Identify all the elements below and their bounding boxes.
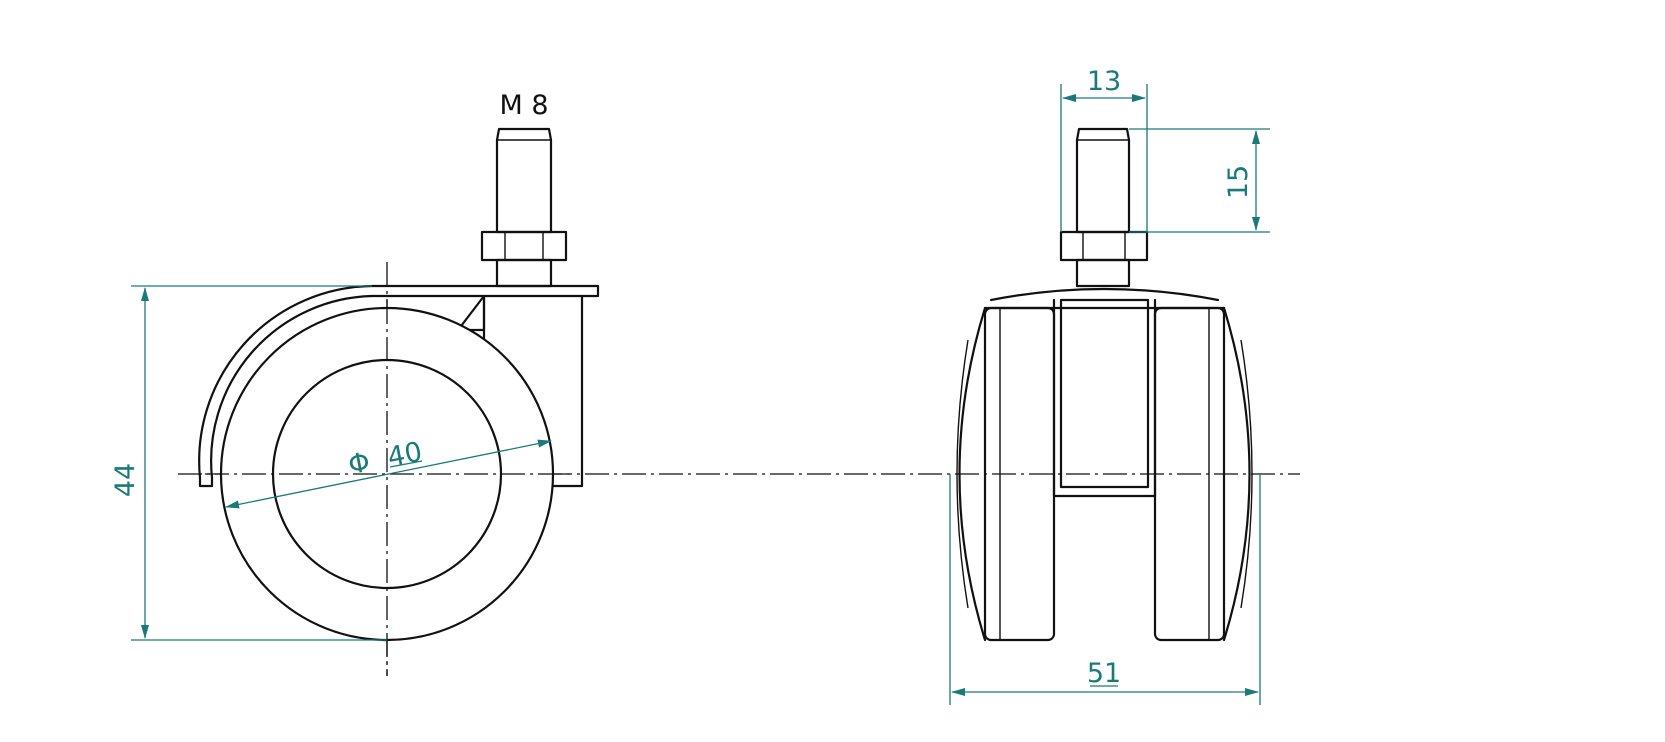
- front-thread-pin: [1075, 127, 1131, 234]
- front-right-tire-inner: [1240, 339, 1253, 609]
- dim-51-label: 51: [1087, 658, 1121, 689]
- side-neck: [495, 258, 553, 288]
- dim-44-label: 44: [110, 463, 141, 497]
- dim-diameter-value: 40: [385, 436, 425, 473]
- front-left-tire: [958, 306, 987, 642]
- front-fork-inner: [1059, 298, 1150, 489]
- front-fork-body: [1052, 298, 1157, 498]
- front-right-tire: [1222, 306, 1251, 642]
- front-hood-dome: [989, 287, 1220, 302]
- side-view: 44 Φ 40 M 8: [110, 90, 1300, 676]
- dim-diameter-underline: [389, 460, 423, 468]
- dim-diameter-line: [225, 439, 552, 509]
- side-fork-hood: [198, 284, 374, 488]
- side-hex-nut: [480, 230, 568, 262]
- front-left-tire-inner: [956, 339, 969, 609]
- side-thread-pin: [495, 127, 553, 234]
- front-view: 13 15 51: [949, 66, 1270, 705]
- dim-15-label: 15: [1223, 165, 1254, 199]
- front-neck: [1075, 258, 1131, 288]
- dim-13-label: 13: [1087, 66, 1121, 97]
- front-hex-nut: [1059, 230, 1149, 262]
- side-top-plate: [370, 284, 600, 298]
- thread-size-label: M 8: [499, 90, 548, 121]
